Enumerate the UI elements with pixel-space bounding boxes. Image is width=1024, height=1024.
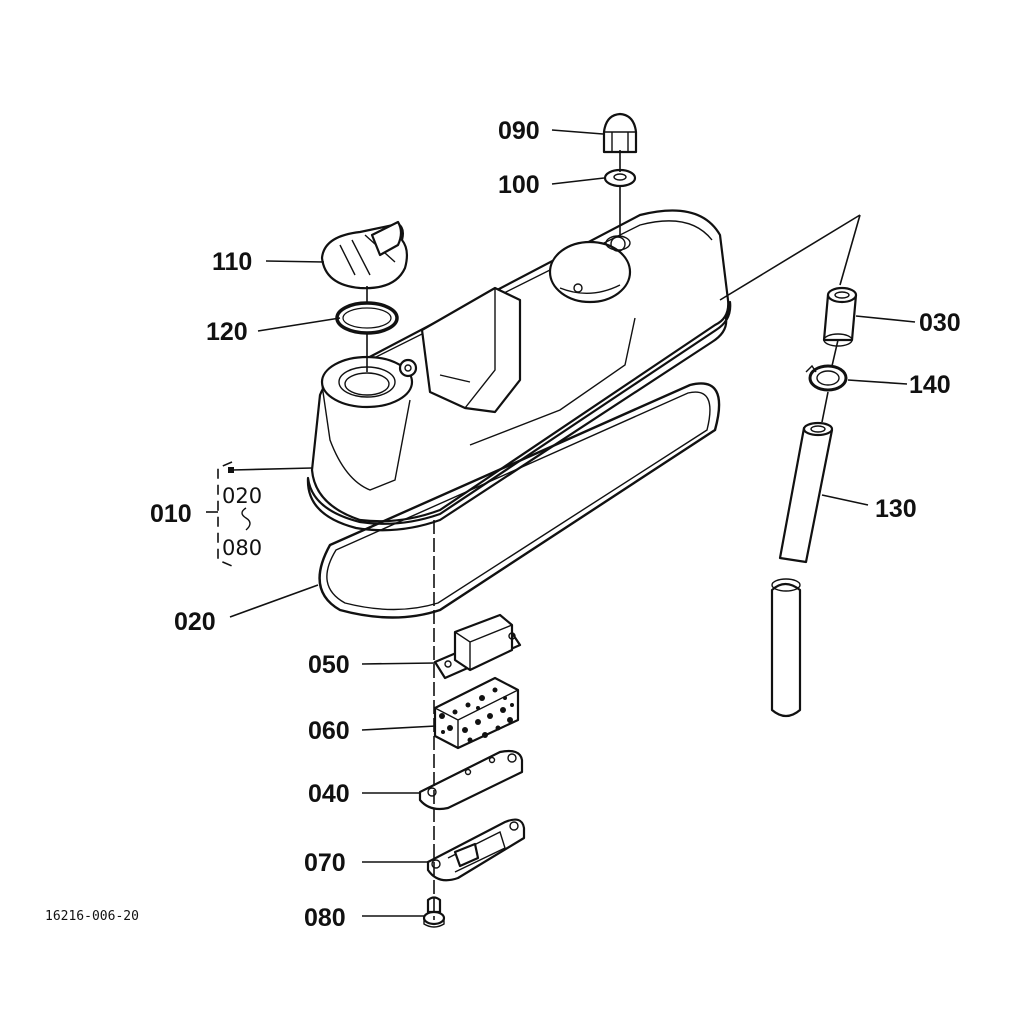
- drawing-code: 16216-006-20: [45, 909, 139, 924]
- bracket-part: [426, 818, 526, 882]
- hose-clamp-part: [805, 364, 848, 392]
- label-070: 070: [304, 849, 346, 877]
- label-080: 080: [304, 904, 346, 932]
- label-140: 140: [909, 371, 951, 399]
- label-020: 020: [174, 608, 216, 636]
- label-040: 040: [308, 780, 350, 808]
- assembly-axis-lines: [366, 150, 861, 920]
- label-110: 110: [212, 248, 252, 276]
- filter-element-part: [433, 676, 520, 750]
- group-bracket: [206, 461, 251, 567]
- baffle-part: [433, 613, 522, 680]
- label-130: 130: [875, 495, 917, 523]
- leader-lines: [228, 129, 916, 917]
- label-100: 100: [498, 171, 540, 199]
- label-010-range-end: 080: [222, 536, 262, 560]
- gasket-part: [318, 382, 721, 619]
- label-120: 120: [206, 318, 248, 346]
- head-cover-part: [306, 209, 732, 532]
- label-050: 050: [308, 651, 350, 679]
- label-030: 030: [919, 309, 961, 337]
- plate-part: [418, 749, 524, 811]
- label-010: 010: [150, 500, 192, 528]
- cap-nut-part: [602, 112, 638, 154]
- washer-part: [603, 168, 637, 188]
- label-060: 060: [308, 717, 350, 745]
- pipe-part: [822, 286, 858, 347]
- label-010-range-start: 020: [222, 484, 262, 508]
- hose-part: [770, 421, 834, 718]
- o-ring-part: [335, 301, 399, 335]
- label-090: 090: [498, 117, 540, 145]
- oil-filler-cap-part: [320, 220, 409, 290]
